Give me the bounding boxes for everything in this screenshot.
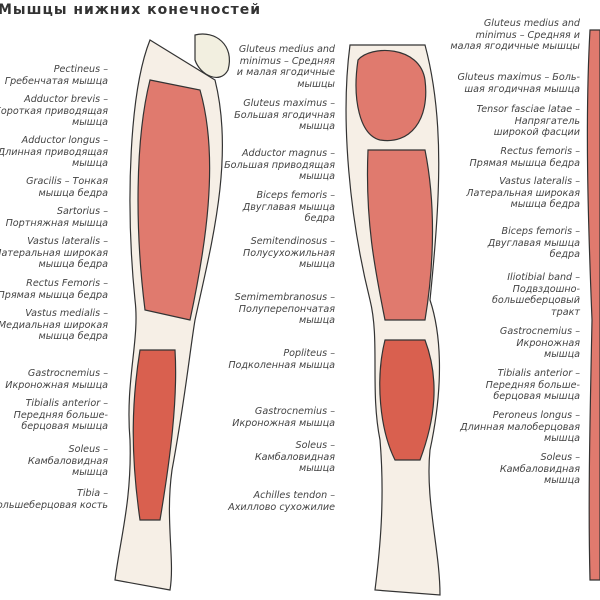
label-tensor-fasciae-latae: Tensor fasciae latae – Напрягатель широк…: [476, 104, 580, 139]
label-sartorius: Sartorius – Портняжная мышца: [5, 206, 108, 229]
pelvis-bone: [194, 33, 230, 78]
gluteus-maximus: [355, 49, 427, 142]
label-semimembranosus: Semimembranosus – Полуперепончатая мышца: [234, 292, 335, 327]
label-achilles-tendon: Achilles tendon – Ахиллово сухожилие: [228, 490, 335, 513]
label-gluteus-medius-side: Gluteus medius and minimus – Средняя и м…: [450, 18, 580, 53]
label-soleus-side: Soleus – Камбаловидная мышца: [499, 452, 580, 487]
label-vastus-medialis: Vastus medialis – Медиальная широкая мыш…: [0, 308, 108, 343]
label-iliotibial-band: Iliotibial band – Подвздошно- большеберц…: [491, 272, 580, 318]
hamstrings: [366, 149, 434, 321]
back-leg: [345, 44, 441, 596]
label-tibia: Tibia – Большеберцовая кость: [0, 488, 108, 511]
label-tibialis-anterior-front: Tibialis anterior – Передняя больше- бер…: [13, 398, 108, 433]
label-gastrocnemius-back: Gastrocnemius – Икроножная мышца: [232, 406, 335, 429]
back-calf: [379, 339, 435, 461]
label-popliteus: Popliteus – Подколенная мышца: [228, 348, 335, 371]
label-adductor-magnus: Adductor magnus – Большая приводящая мыш…: [224, 148, 335, 183]
side-leg-outline: [586, 29, 600, 581]
label-soleus-front: Soleus – Камбаловидная мышца: [27, 444, 108, 479]
label-tibialis-anterior-side: Tibialis anterior – Передняя больше- бер…: [485, 368, 580, 403]
label-pectineus: Pectineus – Гребенчатая мышца: [4, 64, 108, 87]
label-peroneus-longus: Peroneus longus – Длинная малоберцовая м…: [460, 410, 580, 445]
label-vastus-lateralis: Vastus lateralis – Латеральная широкая м…: [0, 236, 108, 271]
label-adductor-brevis: Adductor brevis – Короткая приводящая мы…: [0, 94, 108, 129]
label-adductor-longus: Adductor longus – Длинная приводящая мыш…: [0, 135, 108, 170]
label-gluteus-maximus-back: Gluteus maximus – Большая ягодичная мышц…: [234, 98, 335, 133]
label-gastrocnemius-side: Gastrocnemius – Икроножная мышца: [499, 326, 580, 361]
side-leg: [586, 29, 600, 581]
front-leg: [114, 33, 230, 591]
label-vastus-lateralis-side: Vastus lateralis – Латеральная широкая м…: [466, 176, 580, 211]
front-shin-muscles: [132, 349, 177, 521]
label-gluteus-medius-back: Gluteus medius and minimus – Средняя и м…: [236, 44, 335, 90]
label-rectus-femoris: Rectus Femoris – Прямая мышца бедра: [0, 278, 108, 301]
label-biceps-femoris-back: Biceps femoris – Двуглавая мышца бедра: [242, 190, 335, 225]
label-biceps-femoris-side: Biceps femoris – Двуглавая мышца бедра: [487, 226, 580, 261]
label-gracilis: Gracilis – Тонкая мышца бедра: [26, 176, 108, 199]
label-gluteus-maximus-side: Gluteus maximus – Боль- шая ягодичная мы…: [457, 72, 580, 95]
front-thigh-muscles: [137, 79, 211, 321]
diagram-title: Мышцы нижних конечностей: [0, 2, 262, 18]
label-semitendinosus: Semitendinosus – Полусухожильная мышца: [243, 236, 335, 271]
label-soleus-back: Soleus – Камбаловидная мышца: [254, 440, 335, 475]
label-rectus-femoris-side: Rectus femoris – Прямая мышца бедра: [469, 146, 580, 169]
label-gastrocnemius-front: Gastrocnemius – Икроножная мышца: [5, 368, 108, 391]
